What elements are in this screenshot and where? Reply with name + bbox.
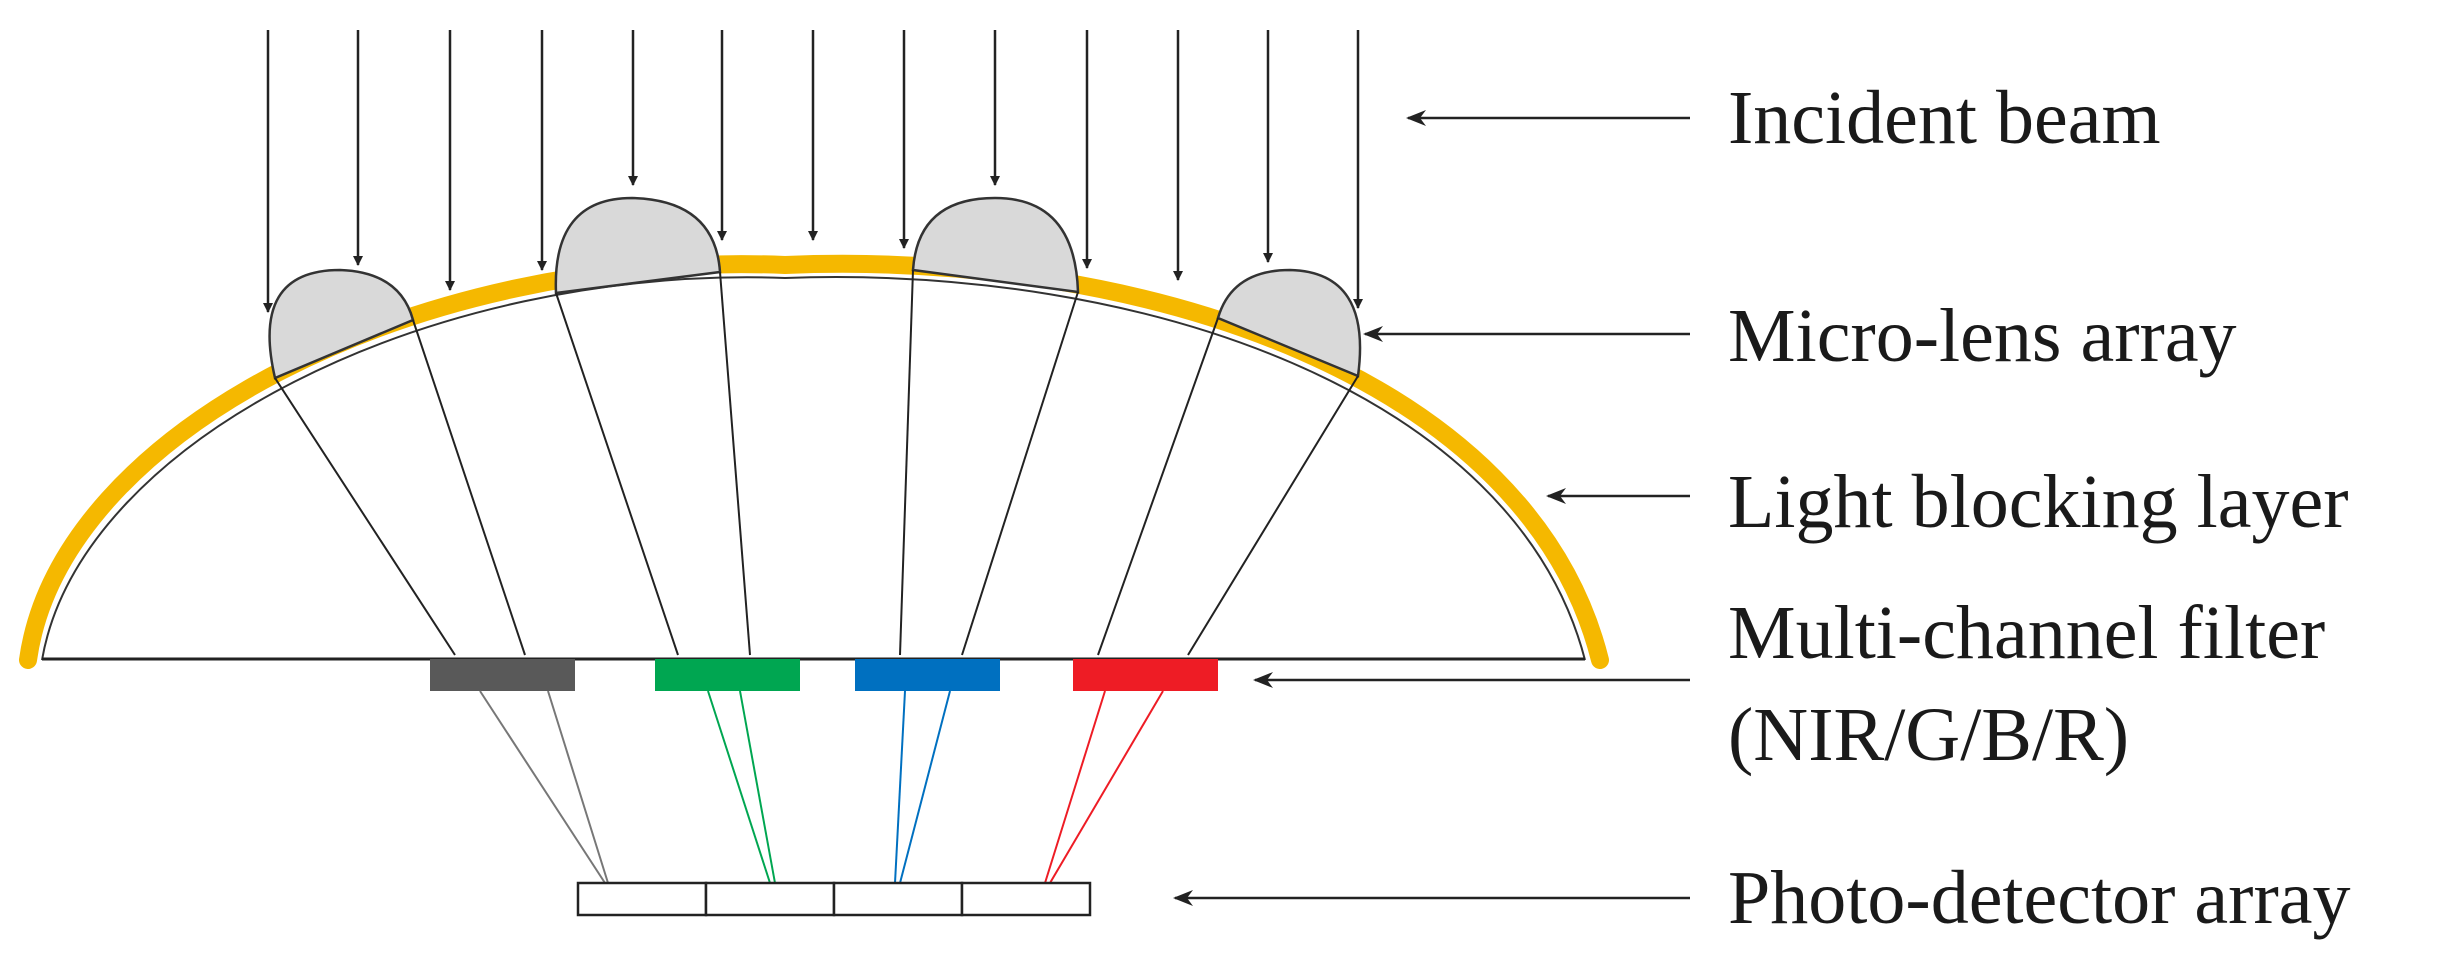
filter-blue xyxy=(855,659,1000,691)
label-photo-detector-array: Photo-detector array xyxy=(1728,856,2351,940)
label-pointers xyxy=(1173,110,1690,906)
filter-nir xyxy=(430,659,575,691)
micro-lens-4 xyxy=(1216,268,1362,378)
filter-green xyxy=(655,659,800,691)
label-filter-line2: (NIR/G/B/R) xyxy=(1728,693,2130,777)
label-light-blocking-layer: Light blocking layer xyxy=(1728,460,2349,544)
label-incident-beam: Incident beam xyxy=(1728,76,2161,160)
detector-cell xyxy=(704,881,836,917)
label-micro-lens-array: Micro-lens array xyxy=(1728,294,2237,378)
label-filter-line1: Multi-channel filter xyxy=(1728,591,2326,675)
micro-lens-1 xyxy=(268,268,415,380)
detector-cell xyxy=(960,881,1092,917)
micro-lens-array xyxy=(268,196,1362,380)
dome-outline xyxy=(41,276,1586,661)
light-cones xyxy=(274,269,1359,656)
micro-lens-3 xyxy=(911,196,1080,294)
detector-cell xyxy=(832,881,964,917)
detector-cell xyxy=(576,881,708,917)
filtered-rays xyxy=(479,690,1164,884)
filter-red xyxy=(1073,659,1218,691)
photo-detector-array xyxy=(576,881,1092,917)
multi-channel-filter xyxy=(430,659,1218,691)
light-blocking-layer xyxy=(19,254,1609,669)
micro-lens-2 xyxy=(554,196,722,295)
incident-beam-arrows xyxy=(263,30,1363,313)
